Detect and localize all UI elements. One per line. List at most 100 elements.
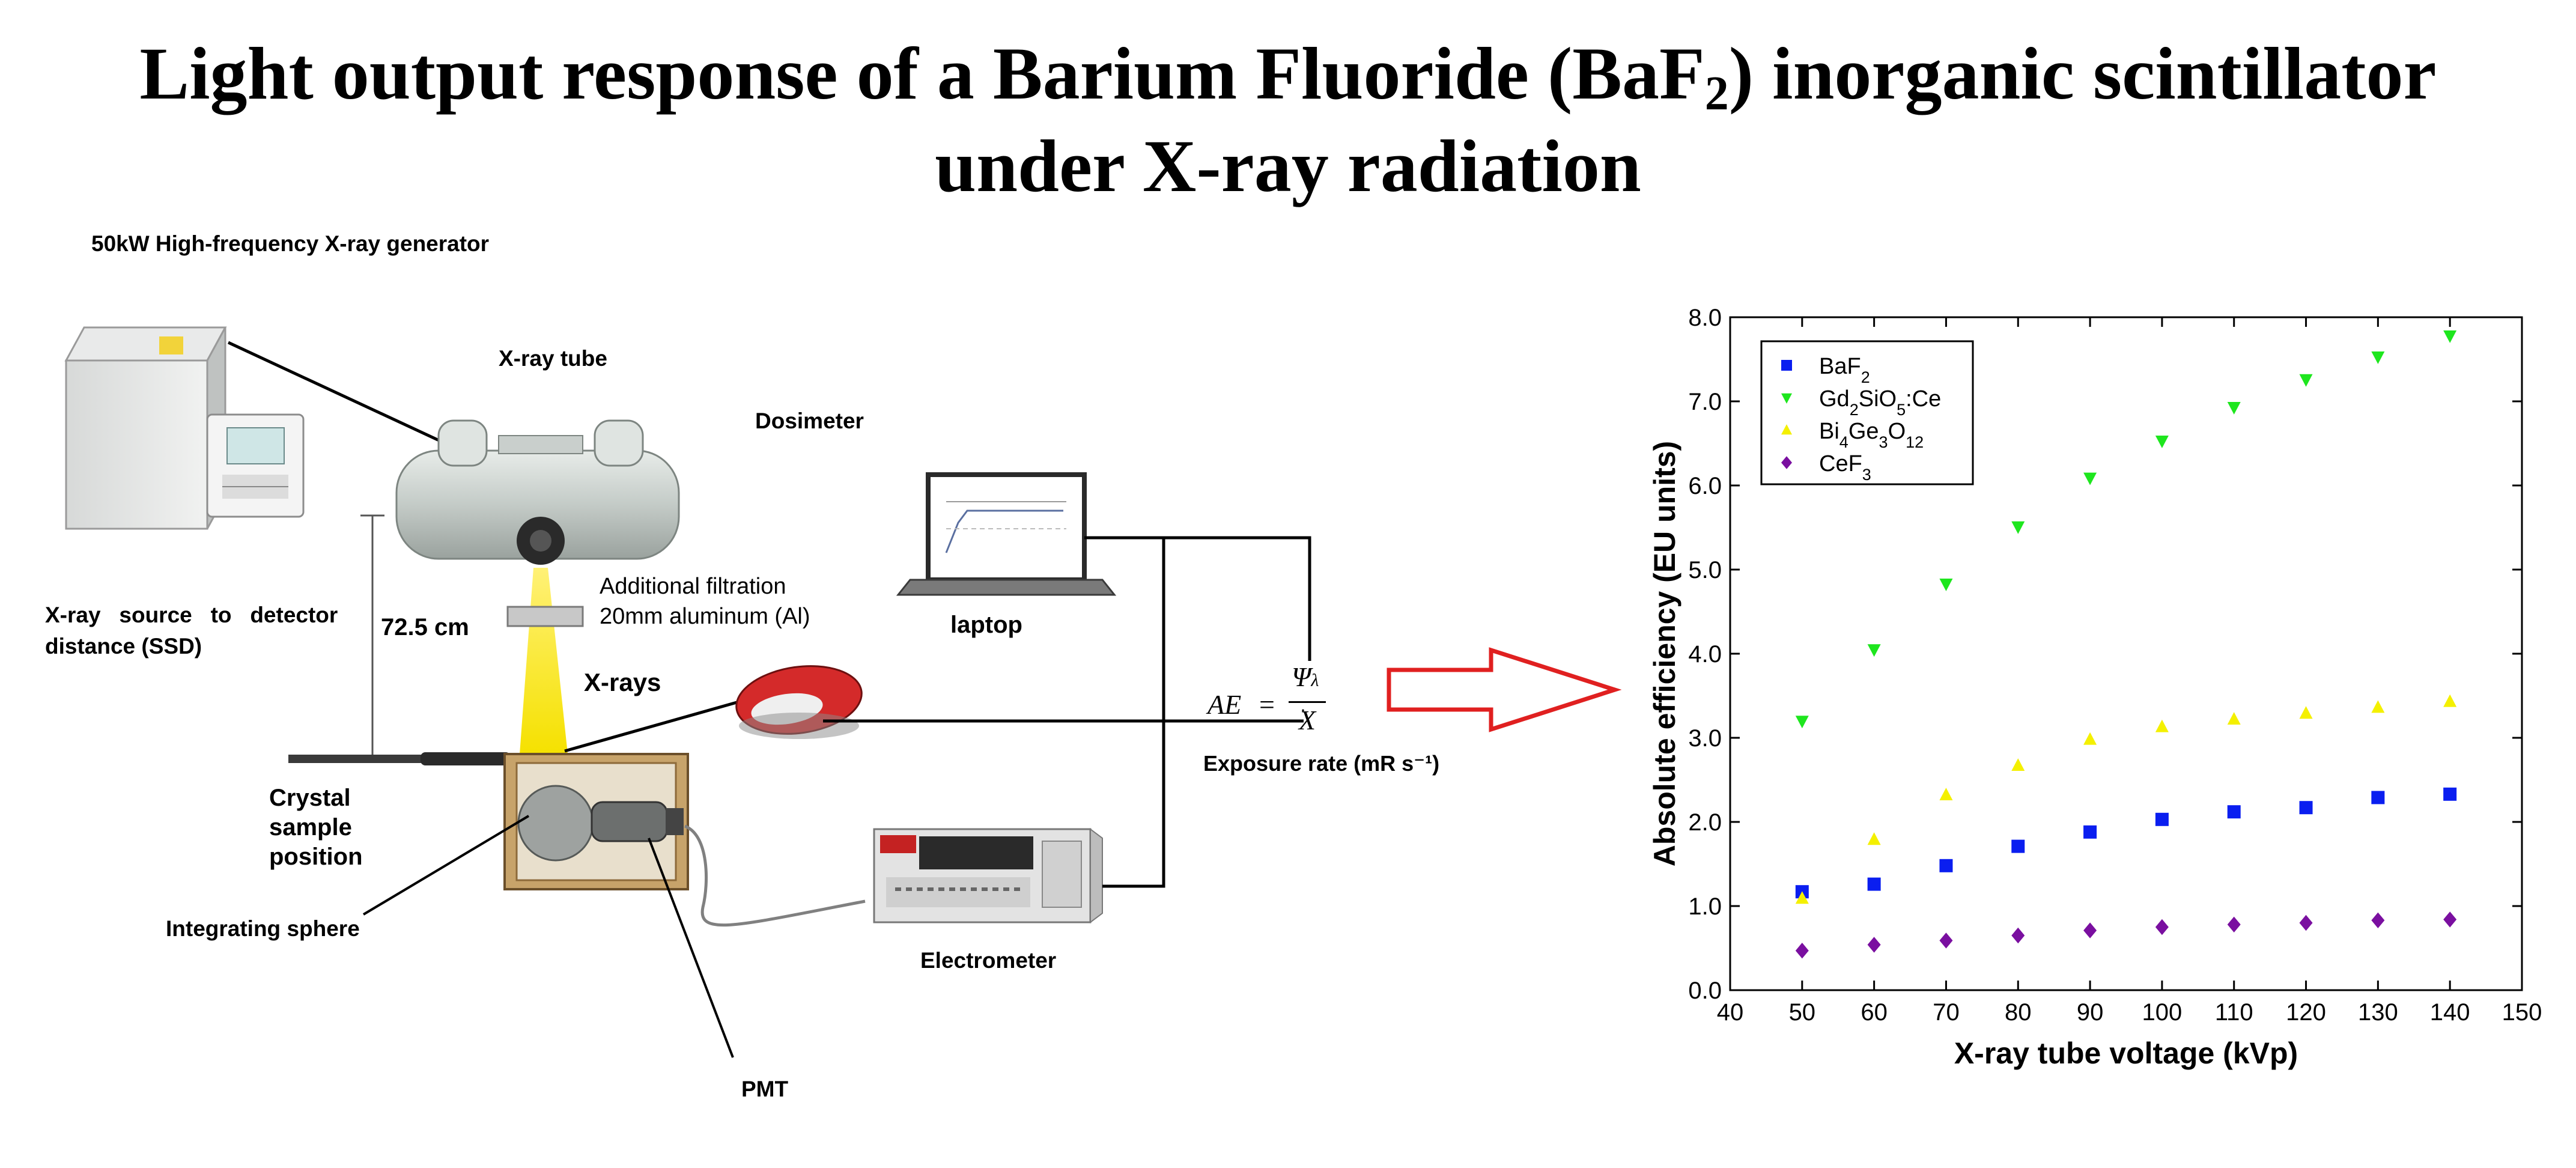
- xrays-label: X-rays: [584, 668, 661, 696]
- control-console-icon: [206, 413, 305, 518]
- crystal-label-line-2: sample: [269, 814, 352, 841]
- data-point-gd-1: [2443, 330, 2457, 343]
- y-axis-label: Absolute efficiency (EU units): [1648, 441, 1681, 866]
- x-tick-label: 80: [2005, 999, 2032, 1026]
- legend-marker: [1781, 393, 1792, 404]
- xray-generator-cabinet: [64, 326, 227, 530]
- x-tick-label: 90: [2077, 999, 2104, 1026]
- exposure-rate-label: Exposure rate (mR s⁻¹): [1203, 751, 1440, 776]
- y-tick-label: 8.0: [1688, 305, 1722, 331]
- legend-entry: Gd2SiO5:Ce: [1819, 386, 1941, 419]
- formula-denominator: ·X: [1299, 701, 1316, 735]
- dosimeter-label: Dosimeter: [755, 409, 864, 433]
- distance-label: 72.5 cm: [381, 614, 469, 640]
- y-tick-label: 2.0: [1688, 809, 1722, 836]
- efficiency-chart: 40 50 60 70 80 90 100 110 120 130 140 150 0.0 1.0 2.0 3…: [1648, 305, 2542, 1070]
- filtration-label-line-1: Additional filtration: [600, 574, 786, 599]
- generator-to-tube-line: [227, 341, 443, 443]
- data-point-baf-0: [2227, 805, 2241, 819]
- legend-entry: BaF2: [1819, 354, 1870, 386]
- data-point-bi-2: [1795, 891, 1809, 904]
- data-point-cef-3: [2155, 919, 2169, 935]
- data-point-bi-2: [2011, 758, 2025, 771]
- y-tick-label: 3.0: [1688, 725, 1722, 752]
- data-point-gd-1: [2371, 351, 2385, 364]
- y-tick-label: 6.0: [1688, 473, 1722, 499]
- data-point-bi-2: [2443, 694, 2457, 707]
- x-tick-label: 110: [2215, 999, 2253, 1026]
- x-tick-label: 70: [1933, 999, 1960, 1026]
- efficiency-formula: AE = Ψλ ·X: [1208, 661, 1352, 745]
- data-point-cef-3: [2011, 927, 2025, 944]
- x-tick-label: 100: [2142, 999, 2183, 1026]
- aluminum-filter: [506, 606, 584, 627]
- formula-lhs: AE: [1208, 689, 1242, 720]
- ssd-label-line-2: distance (SSD): [45, 634, 202, 659]
- x-tick-label: 140: [2430, 999, 2470, 1026]
- pmt-cable: [684, 824, 866, 927]
- legend-marker: [1781, 424, 1792, 435]
- data-point-bi-2: [2083, 732, 2097, 745]
- y-tick-label: 5.0: [1688, 557, 1722, 583]
- data-point-gd-1: [1795, 716, 1809, 729]
- sphere-label: Integrating sphere: [166, 916, 360, 941]
- laptop-wire: [1084, 536, 1311, 661]
- generator-label: 50kW High-frequency X-ray generator: [91, 231, 490, 256]
- data-point-cef-3: [1867, 937, 1881, 953]
- x-tick-label: 60: [1861, 999, 1888, 1026]
- data-point-cef-3: [1795, 943, 1809, 959]
- data-point-baf-0: [2443, 787, 2457, 801]
- x-tick-label: 50: [1789, 999, 1816, 1026]
- data-point-cef-3: [2443, 911, 2457, 928]
- dosimeter-probe-line: [564, 700, 740, 753]
- y-tick-label: 0.0: [1688, 978, 1722, 1004]
- data-point-cef-3: [2227, 916, 2241, 932]
- sphere-leader-line: [362, 815, 530, 916]
- figure-title-line-1: Light output response of a Barium Fluori…: [139, 32, 2437, 120]
- data-point-bi-2: [1867, 832, 1881, 845]
- filtration-label-line-2: 20mm aluminum (Al): [600, 604, 810, 629]
- result-arrow: [1387, 647, 1622, 732]
- data-point-baf-0: [2083, 825, 2097, 839]
- legend-entry: Bi4Ge3O12: [1819, 419, 1924, 451]
- pmt-leader-line: [648, 838, 734, 1058]
- x-tick-label: 40: [1717, 999, 1744, 1026]
- laptop-icon: [896, 472, 1117, 596]
- data-point-cef-3: [2299, 914, 2313, 931]
- x-tick-label: 130: [2358, 999, 2398, 1026]
- data-point-baf-0: [1867, 877, 1881, 891]
- data-point-cef-3: [2083, 922, 2097, 938]
- data-point-baf-0: [1939, 859, 1953, 872]
- data-point-bi-2: [2299, 706, 2313, 719]
- y-tick-label: 7.0: [1688, 389, 1722, 415]
- crystal-label-line-3: position: [269, 844, 363, 870]
- data-point-gd-1: [1939, 579, 1953, 591]
- data-point-bi-2: [2155, 719, 2169, 732]
- xray-tube-label: X-ray tube: [499, 346, 607, 371]
- crystal-sample-rod: [288, 752, 511, 765]
- x-tick-label: 150: [2502, 999, 2542, 1026]
- data-point-bi-2: [2371, 700, 2385, 713]
- formula-fraction-bar: [1289, 701, 1326, 703]
- legend-entry: CeF3: [1819, 451, 1871, 484]
- y-tick-label: 4.0: [1688, 641, 1722, 668]
- data-point-gd-1: [2155, 436, 2169, 448]
- dosimeter-icon: [735, 665, 863, 739]
- data-point-gd-1: [2299, 374, 2313, 387]
- y-tick-label: 1.0: [1688, 893, 1722, 920]
- data-point-baf-0: [2299, 801, 2313, 815]
- data-point-baf-0: [2011, 839, 2025, 853]
- data-point-baf-0: [2155, 812, 2169, 826]
- pmt-label: PMT: [741, 1077, 789, 1101]
- x-tick-label: 120: [2286, 999, 2326, 1026]
- xray-tube-icon: [395, 419, 680, 565]
- setup-diagram: [64, 326, 1622, 1058]
- crystal-label-line-1: Crystal: [269, 785, 351, 811]
- data-point-bi-2: [2227, 712, 2241, 725]
- formula-numerator: Ψλ: [1292, 662, 1319, 692]
- electrometer-label: Electrometer: [920, 948, 1057, 973]
- integrating-sphere-icon: [517, 785, 594, 862]
- data-point-baf-0: [2371, 791, 2385, 805]
- ssd-label-line-1: X-ray source to detector: [45, 603, 338, 627]
